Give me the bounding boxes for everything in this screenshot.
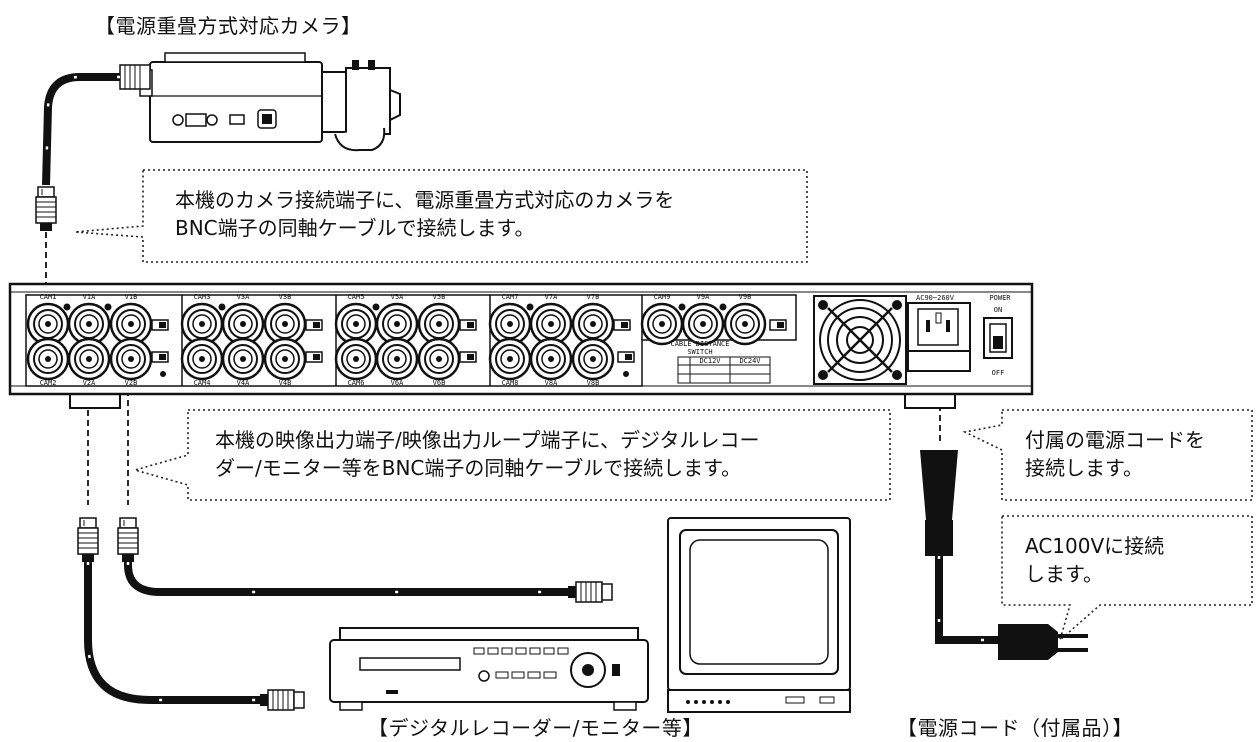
bottom-port [488,337,532,381]
top-port-label: CAM9 [654,293,671,301]
bottom-port-label: V4A [237,379,250,387]
top-port-label: V9A [697,293,710,301]
top-port-label: V1A [83,293,96,301]
top-port-label: V3B [279,293,292,301]
bottom-port [529,337,573,381]
bottom-port [375,337,419,381]
camera-illustration [119,52,401,152]
top-port-label: CAM7 [502,293,519,301]
ac-rating-label: AC90~260V [916,294,955,302]
switch-table-dc12v: DC12V [699,357,721,365]
callout-power-cord-line-1: 付属の電源コードを [1025,428,1205,452]
callout-ac100v-line-2: します。 [1025,562,1103,586]
callout-camera-connect-line-2: BNC端子の同軸ケーブルで接続します。 [175,216,535,240]
main-unit-rear-panel: CAM1 V1A V1B CAM3 V3A V3B CAM5 V5A V5B CAM7 V7A V7B… [8,282,1034,409]
bottom-port-label: V2A [83,379,96,387]
top-port-label: V5B [433,293,446,301]
cable-distance-label-2: SWITCH [687,348,712,356]
callout-power-cord-box [962,409,1253,501]
callout-power-cord: 付属の電源コードを 接続します。 [1025,426,1205,482]
callout-power-cord-line-2: 接続します。 [1025,456,1143,480]
switch-table-dc24v: DC24V [739,357,761,365]
top-port-label: CAM5 [348,293,365,301]
callout-video-out-box [132,409,891,501]
bottom-port [263,337,307,381]
callout-camera-connect: 本機のカメラ接続端子に、電源重畳方式対応のカメラを BNC端子の同軸ケーブルで接… [175,186,674,242]
bottom-port [417,337,461,381]
bottom-port-label: CAM4 [194,379,211,387]
top-port-label: V7A [545,293,558,301]
bottom-port-label: V6A [391,379,404,387]
callout-camera-connect-line-1: 本機のカメラ接続端子に、電源重畳方式対応のカメラを [175,188,675,212]
recorder-label: 【デジタルレコーダー/モニター等】 [368,716,703,740]
top-port [640,302,684,346]
bottom-port-label: CAM8 [502,379,519,387]
top-port-label: V5A [391,293,404,301]
callout-ac100v-box [1001,515,1253,643]
bottom-port-label: V6B [433,379,446,387]
top-port-label: V1B [125,293,138,301]
top-port-label: V9B [739,293,752,301]
bottom-port-label: V4B [279,379,292,387]
top-port-label: CAM1 [40,293,57,301]
bottom-port [26,337,70,381]
power-label: POWER [989,294,1011,302]
callout-ac100v-line-1: AC100Vに接続 [1025,534,1165,558]
bottom-port-label: V2B [125,379,138,387]
callout-ac100v: AC100Vに接続 します。 [1025,532,1164,588]
callout-video-out-line-2: ダー/モニター等をBNC端子の同軸ケーブルで接続します。 [215,456,742,480]
top-port-label: CAM3 [194,293,211,301]
bottom-port-label: V8A [545,379,558,387]
monitor-illustration [667,517,851,713]
bottom-port [221,337,265,381]
top-port-label: V3A [237,293,250,301]
power-off-label: OFF [992,369,1005,377]
camera-label: 【電源重畳方式対応カメラ】 [95,14,362,38]
cable-distance-label-1: CABLE DISTANCE [670,340,729,348]
bottom-port-label: V8B [587,379,600,387]
power-on-label: ON [994,306,1002,314]
top-port [723,302,767,346]
bottom-port [67,337,111,381]
bottom-port [180,337,224,381]
power-cord-illustration [920,450,1088,660]
top-port [681,302,725,346]
recorder-illustration [329,627,649,711]
callout-camera-connect-box [74,169,808,263]
callout-video-out: 本機の映像出力端子/映像出力ループ端子に、デジタルレコー ダー/モニター等をBN… [215,426,760,482]
power-cord-label: 【電源コード（付属品）】 [897,716,1133,740]
bottom-port-label: CAM6 [348,379,365,387]
bottom-port [334,337,378,381]
bottom-port [109,337,153,381]
bottom-port-label: CAM2 [40,379,57,387]
top-port-label: V7B [587,293,600,301]
bottom-port [571,337,615,381]
callout-video-out-line-1: 本機の映像出力端子/映像出力ループ端子に、デジタルレコー [215,428,760,452]
